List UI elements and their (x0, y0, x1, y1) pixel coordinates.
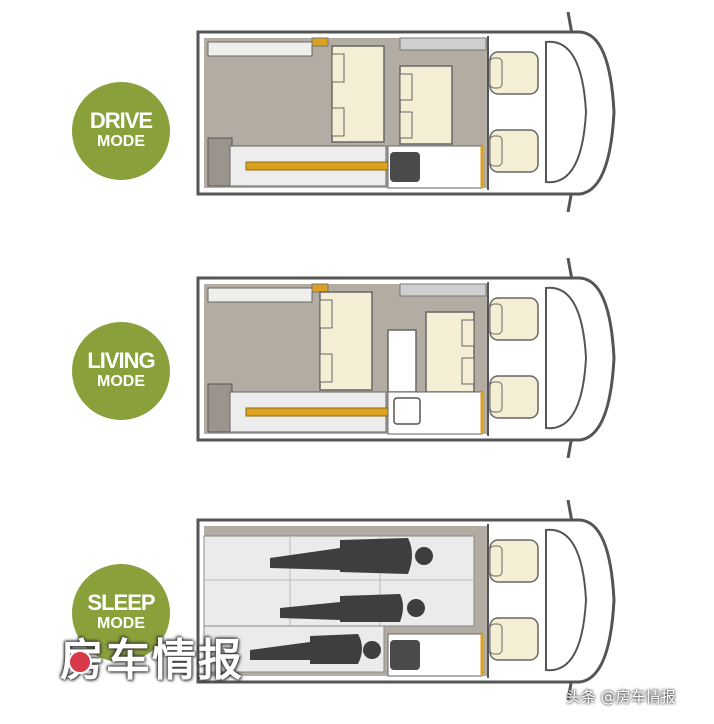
sleep-mode-floorplan (196, 500, 616, 700)
drive-mode-subtitle: MODE (97, 133, 145, 150)
watermark-logo-icon (68, 650, 92, 674)
drive-mode-title: DRIVE (89, 108, 153, 133)
sleep-mode-title: SLEEP (87, 590, 155, 615)
dining-table (387, 329, 417, 393)
drive-mode-floorplan (196, 12, 616, 212)
source-credit: 头条 @房车情报 (566, 688, 676, 706)
living-mode-title: LIVING (87, 348, 155, 373)
sleep-mode-subtitle: MODE (97, 615, 145, 632)
drive-mode-badge: DRIVE MODE (72, 82, 170, 180)
living-mode-floorplan (196, 258, 616, 458)
table-rail (245, 161, 389, 171)
watermark: 房车情报 (60, 624, 244, 688)
dashboard (545, 286, 588, 430)
dashboard (545, 40, 588, 184)
living-mode-badge: LIVING MODE (72, 322, 170, 420)
sink (393, 397, 421, 425)
dashboard (545, 528, 588, 672)
sleeper-1 (270, 538, 433, 574)
sleeper-2 (280, 594, 425, 622)
rear-cabinet (207, 41, 313, 57)
sleep-mode-badge: SLEEP MODE (72, 564, 170, 662)
sleeper-3 (250, 634, 381, 664)
mirror-top (566, 12, 574, 35)
living-mode-subtitle: MODE (97, 373, 145, 390)
